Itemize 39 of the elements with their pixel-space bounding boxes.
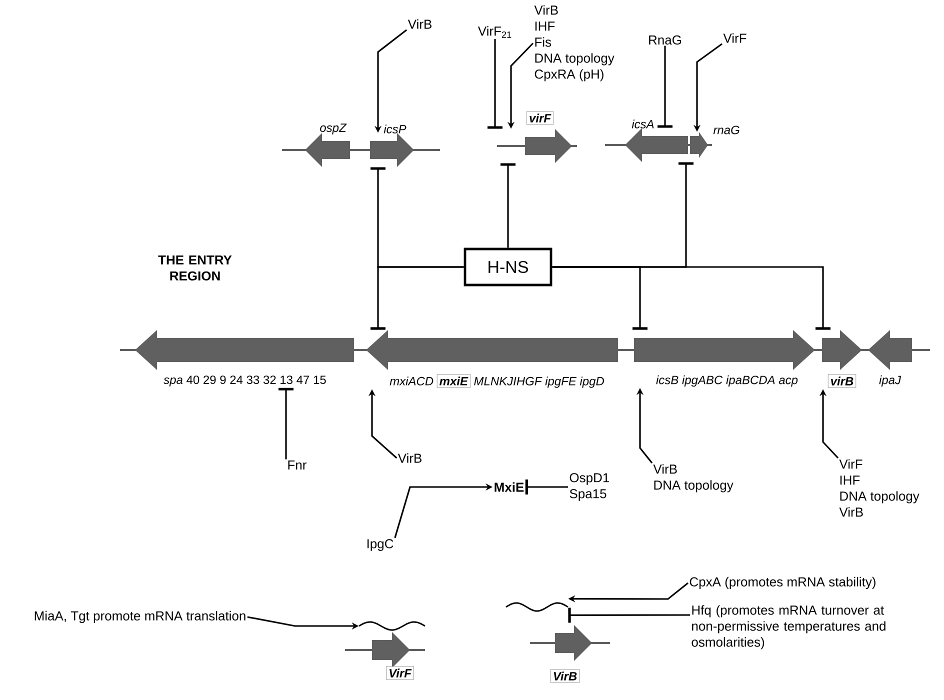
gene-label: VirF: [386, 666, 414, 680]
regulator-label: CpxA (promotes mRNA stability): [690, 576, 876, 590]
mrna-wave: [358, 621, 426, 631]
gene-label: icsP: [384, 124, 406, 134]
regulator-label: Hfq (promotes mRNA turnover at non-permissive temperatures and osmolarities): [692, 605, 886, 650]
regulator-label: OspD1 Spa15: [570, 473, 610, 501]
region-title: THE ENTRY REGION: [158, 255, 232, 281]
regulator-label: IpgC: [367, 539, 394, 551]
inhibition-line: [552, 266, 830, 330]
gene-label: spa 40 29 9 24 33 32 13 47 15: [164, 376, 326, 386]
inhibition-line: [500, 163, 516, 248]
gene-label: ipaJ: [879, 375, 902, 387]
regulator-label: Fnr: [288, 460, 306, 470]
inhibition-line: [278, 388, 294, 460]
regulator-label: VirB: [408, 19, 432, 29]
inhibition-line: [370, 266, 464, 330]
gene-label: mxiACD mxiE MLNKJIHGF ipgFE ipgD: [390, 374, 604, 388]
regulator-label: VirF$_{21}$: [478, 26, 512, 38]
inhibition-line: [568, 608, 690, 623]
regulator-label: VirB IHF Fis DNA topology CpxRA (pH): [534, 5, 614, 82]
regulator-label: RnaG: [649, 35, 681, 45]
gene-label: virF: [526, 111, 554, 125]
regulator-label: VirF IHF DNA topology VirB: [839, 459, 920, 517]
mrna-wave: [506, 602, 568, 612]
gene-label: icsA: [632, 120, 654, 128]
gene-label: virB: [828, 374, 856, 388]
protein-label: MxiE: [494, 482, 524, 492]
regulator-label: VirB DNA topology: [653, 464, 734, 492]
gene-label: rnaG: [713, 126, 740, 134]
inhibition-line: [488, 39, 502, 129]
gene-label: VirB: [550, 669, 580, 683]
regulator-label: VirB: [398, 453, 422, 463]
hns-box: H-NS: [464, 248, 552, 286]
inhibition-line: [658, 46, 672, 128]
gene-label: ospZ: [320, 124, 347, 134]
regulator-label: MiaA, Tgt promote mRNA translation: [34, 610, 246, 624]
gene-label: icsB ipgABC ipaBCDA acp: [656, 375, 798, 387]
regulator-label: VirF: [723, 33, 746, 43]
inhibition-line: [525, 480, 568, 494]
